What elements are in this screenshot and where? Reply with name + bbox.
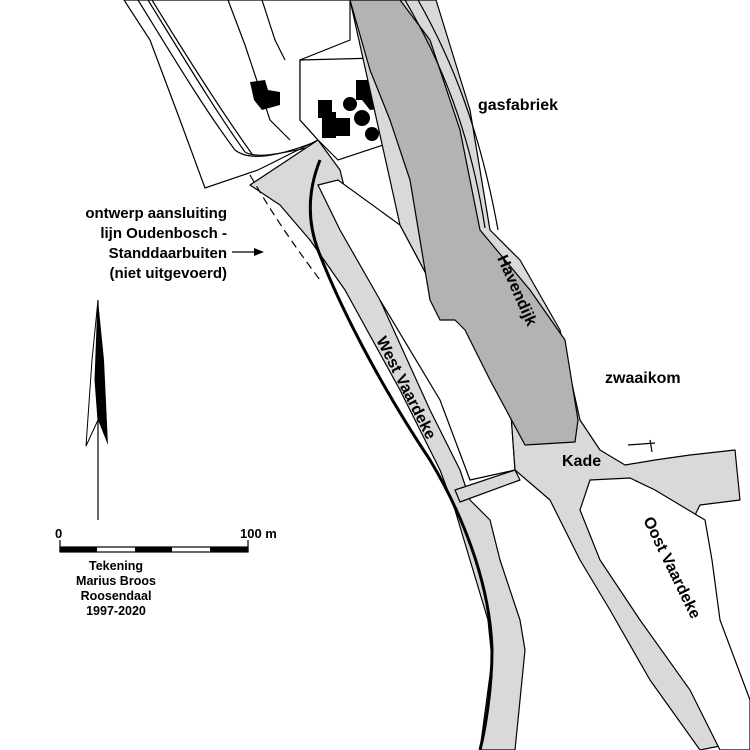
harbour-water [349, 0, 579, 446]
plot-boundary-line-2 [261, 0, 286, 61]
building-2 [318, 100, 336, 138]
scale-label-end: 100 m [240, 526, 277, 541]
design-note-line-1: ontwerp aansluiting [85, 205, 227, 222]
building-tank-3 [365, 127, 379, 141]
design-note-arrow-head [254, 248, 264, 256]
unbuilt-connection-dashed [249, 174, 321, 281]
railway-line [308, 159, 494, 750]
building-tank-1 [343, 97, 357, 111]
building-4 [336, 118, 350, 136]
north-arrow [85, 299, 108, 520]
design-note-line-2: lijn Oudenbosch - [100, 225, 227, 242]
label-gasfabriek: gasfabriek [478, 97, 558, 114]
quay-edge-line-1 [404, 0, 486, 229]
credit-line-3: Roosendaal [81, 589, 152, 603]
plot-kade [579, 477, 750, 750]
quay-edge-line-2 [417, 0, 499, 231]
railway-bundle-line-2 [147, 0, 246, 153]
railway-bundle-line-1 [137, 0, 236, 151]
label-zwaaikom: zwaaikom [605, 370, 681, 387]
boundary-line-east-2 [649, 439, 653, 453]
scale-bar [59, 540, 249, 553]
design-note-line-3: Standdaarbuiten [109, 245, 227, 262]
label-kade: Kade [562, 453, 601, 470]
scale-label-start: 0 [55, 526, 62, 541]
design-note-line-4: (niet uitgevoerd) [109, 265, 227, 282]
credit-line-2: Marius Broos [76, 574, 156, 588]
connector-strip [454, 469, 521, 503]
building-1 [250, 80, 280, 110]
railway-bundle-line-3 [151, 0, 253, 155]
credit-line-4: 1997-2020 [86, 604, 146, 618]
credit-line-1: Tekening [89, 559, 143, 573]
building-tank-2 [354, 110, 370, 126]
